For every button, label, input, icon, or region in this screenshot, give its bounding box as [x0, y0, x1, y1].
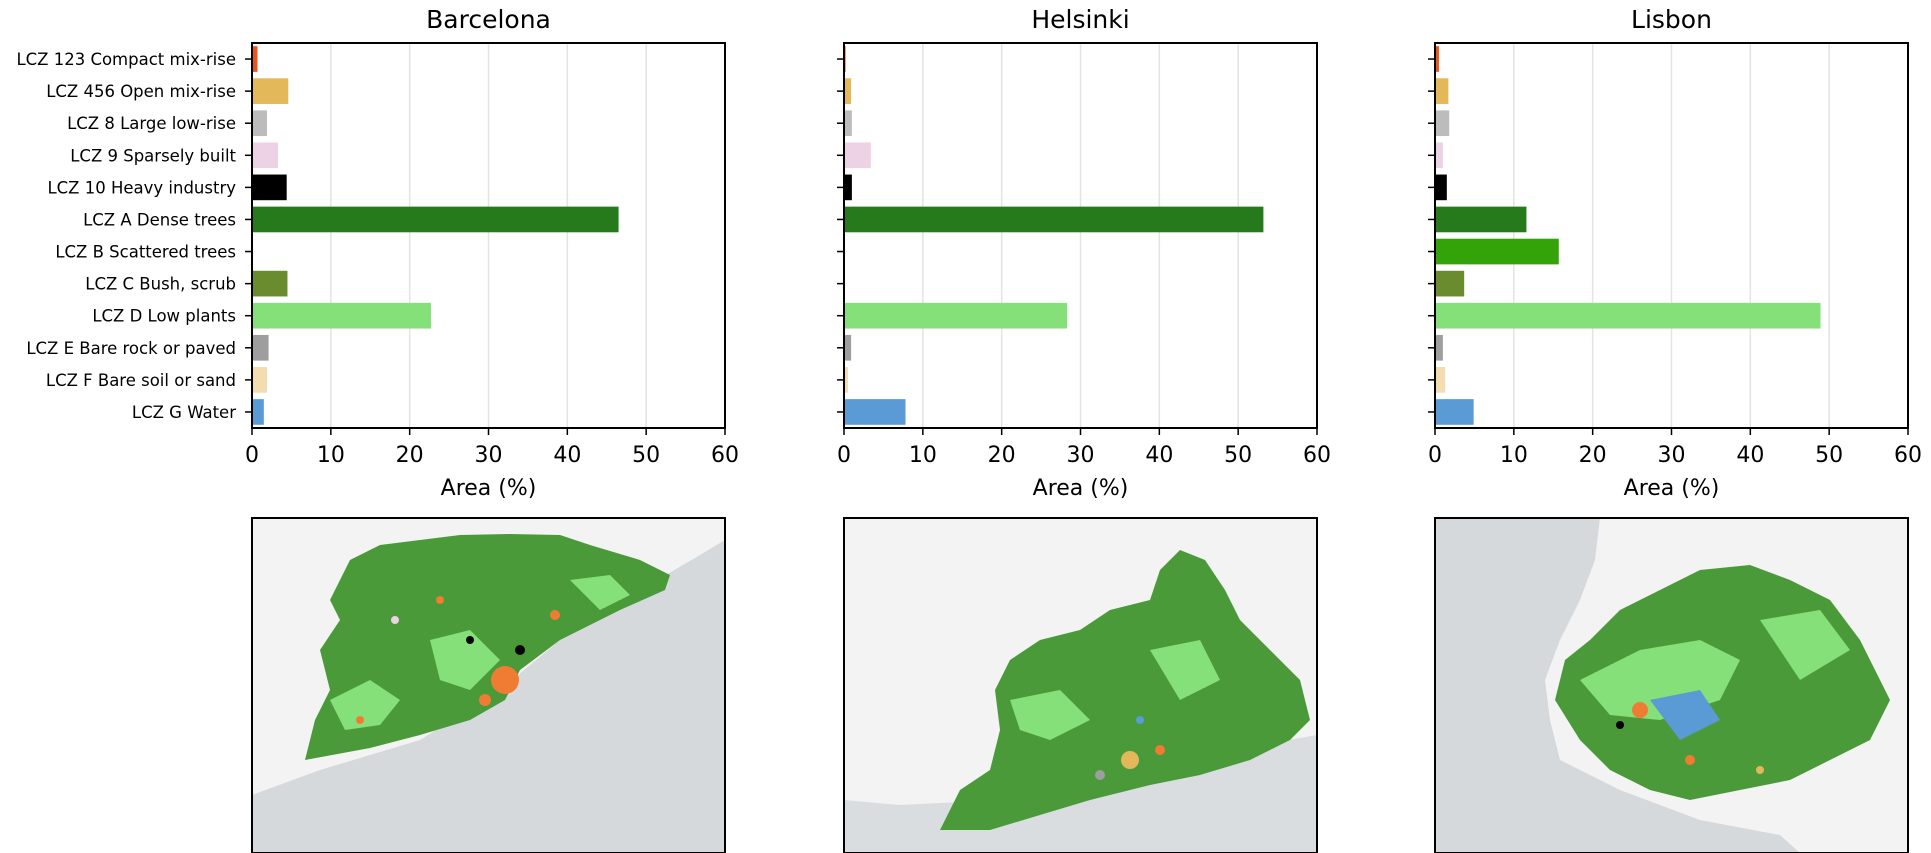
bar-helsinki-11: [844, 399, 906, 425]
x-tick-label: 50: [1224, 443, 1252, 468]
bar-helsinki-8: [844, 302, 1068, 329]
category-label: LCZ 10 Heavy industry: [47, 178, 236, 197]
x-tick-label: 20: [396, 443, 424, 468]
category-label: LCZ D Low plants: [92, 307, 236, 326]
bar-lisbon-0: [1435, 46, 1439, 72]
x-tick-label: 10: [1500, 443, 1528, 468]
x-tick-label: 50: [632, 443, 660, 468]
x-tick-label: 10: [909, 443, 937, 468]
bar-lisbon-10: [1435, 367, 1446, 393]
bar-helsinki-2: [844, 110, 852, 137]
bar-barcelona-4: [252, 174, 287, 201]
map-lisbon: [1434, 517, 1909, 853]
bar-helsinki-5: [844, 206, 1264, 233]
bar-lisbon-1: [1435, 78, 1449, 104]
bar-helsinki-1: [844, 78, 852, 104]
category-label: LCZ 9 Sparsely built: [70, 146, 236, 165]
bar-helsinki-9: [844, 334, 852, 361]
bar-lisbon-3: [1435, 142, 1443, 169]
bar-helsinki-3: [844, 142, 871, 169]
x-tick-label: 20: [1579, 443, 1607, 468]
bar-lisbon-4: [1435, 174, 1447, 201]
bar-barcelona-7: [252, 270, 288, 297]
map-helsinki: [843, 517, 1318, 853]
bar-lisbon-7: [1435, 270, 1465, 297]
category-label: LCZ A Dense trees: [83, 210, 236, 229]
x-tick-label: 60: [711, 443, 739, 468]
x-tick-label: 60: [1303, 443, 1331, 468]
bar-barcelona-8: [252, 302, 431, 329]
category-label: LCZ 123 Compact mix-rise: [16, 50, 236, 69]
category-label: LCZ B Scattered trees: [55, 243, 236, 262]
map-barcelona: [251, 517, 726, 853]
bar-helsinki-4: [844, 174, 852, 201]
x-tick-label: 40: [1736, 443, 1764, 468]
category-label: LCZ G Water: [132, 403, 236, 422]
bar-lisbon-8: [1435, 302, 1821, 329]
panel-title: Barcelona: [426, 5, 551, 34]
category-label: LCZ E Bare rock or paved: [26, 339, 236, 358]
x-tick-label: 30: [1658, 443, 1686, 468]
x-axis-label: Area (%): [441, 476, 537, 501]
x-axis-label: Area (%): [1624, 476, 1720, 501]
bar-barcelona-5: [252, 206, 619, 233]
x-tick-label: 0: [837, 443, 851, 468]
category-label: LCZ C Bush, scrub: [85, 275, 236, 294]
bar-lisbon-9: [1435, 334, 1443, 361]
x-tick-label: 30: [475, 443, 503, 468]
bar-barcelona-11: [252, 399, 264, 425]
bar-helsinki-10: [844, 367, 848, 393]
bar-lisbon-11: [1435, 399, 1474, 425]
x-tick-label: 40: [1145, 443, 1173, 468]
category-label: LCZ F Bare soil or sand: [46, 371, 236, 390]
bar-barcelona-0: [252, 46, 258, 72]
panel-title: Lisbon: [1631, 5, 1712, 34]
bar-barcelona-3: [252, 142, 279, 169]
x-tick-label: 0: [1428, 443, 1442, 468]
x-tick-label: 0: [245, 443, 259, 468]
bar-lisbon-6: [1435, 238, 1559, 265]
x-tick-label: 50: [1815, 443, 1843, 468]
panel-title: Helsinki: [1031, 5, 1129, 34]
x-axis-label: Area (%): [1033, 476, 1129, 501]
x-tick-label: 40: [553, 443, 581, 468]
bar-barcelona-9: [252, 334, 269, 361]
bar-lisbon-2: [1435, 110, 1450, 137]
x-tick-label: 20: [988, 443, 1016, 468]
bar-barcelona-10: [252, 367, 267, 393]
bar-barcelona-2: [252, 110, 267, 137]
bar-lisbon-5: [1435, 206, 1527, 233]
category-label: LCZ 8 Large low-rise: [67, 114, 236, 133]
x-tick-label: 30: [1067, 443, 1095, 468]
x-tick-label: 60: [1894, 443, 1922, 468]
category-label: LCZ 456 Open mix-rise: [46, 82, 236, 101]
x-tick-label: 10: [317, 443, 345, 468]
bar-barcelona-1: [252, 78, 289, 104]
